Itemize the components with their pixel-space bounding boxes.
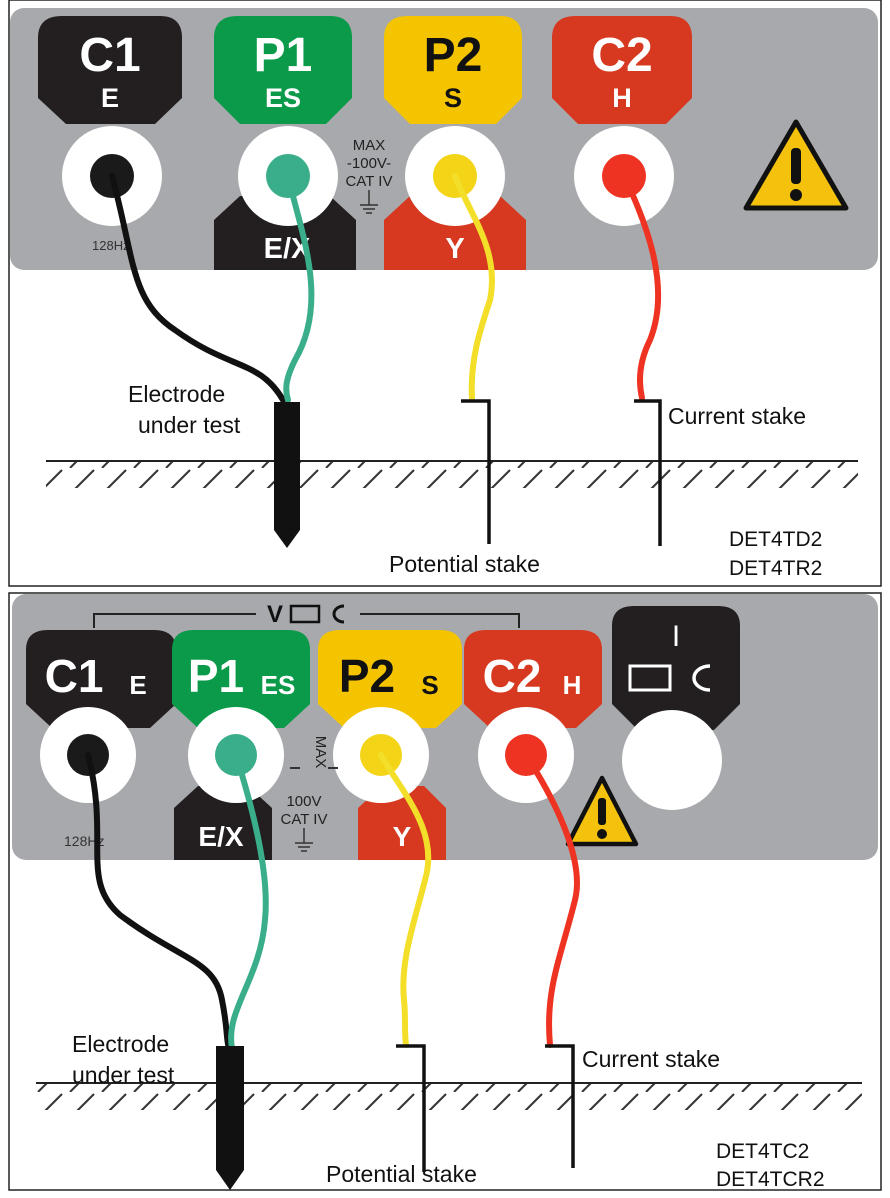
c2-terminal-label-2: C2 — [483, 650, 542, 702]
potential-stake-2 — [396, 1044, 426, 1172]
p2-terminal-cap — [384, 16, 522, 124]
warning-triangle-icon — [743, 119, 849, 211]
diagram-2: V C1 E P1 ES P2 S C2 H I E/X Y — [8, 592, 882, 1191]
model-name-2: DET4TR2 — [729, 557, 822, 580]
y-lower-tab-label: Y — [445, 233, 464, 265]
yellow-wire — [452, 173, 495, 401]
p1-terminal-cap-2 — [172, 630, 310, 728]
warning-triangle-icon-2 — [565, 775, 639, 847]
ground-hatching-2 — [36, 1084, 862, 1110]
p1-terminal-sublabel-2: ES — [261, 670, 296, 700]
rating-max: MAX — [353, 137, 386, 154]
p1-terminal-sublabel: ES — [265, 83, 301, 113]
current-stake-label-2: Current stake — [582, 1046, 720, 1072]
frequency-label: 128Hz — [92, 238, 130, 253]
yellow-wire-2 — [378, 752, 432, 1048]
electrode-under-test — [274, 402, 300, 548]
p2-terminal-cap-2 — [318, 630, 462, 728]
diagram-1: C1 E P1 ES P2 S C2 H E/X Y MAX -100V- CA… — [8, 0, 882, 587]
electrode-label-line1-2: Electrode — [72, 1031, 169, 1057]
red-wire-2 — [523, 752, 580, 1048]
c1-terminal-cap-2 — [26, 630, 176, 728]
p2-terminal-sublabel: S — [444, 83, 462, 113]
ground-symbol-icon — [360, 190, 378, 214]
ground-hatching — [46, 462, 858, 488]
current-clamp-socket[interactable] — [622, 710, 722, 810]
green-wire-2 — [228, 752, 269, 1051]
current-stake-label: Current stake — [668, 403, 806, 429]
p1-terminal-label: P1 — [254, 29, 313, 82]
ex-lower-tab — [214, 196, 356, 270]
model-name-3: DET4TC2 — [716, 1140, 809, 1163]
rating-voltage: -100V- — [347, 155, 391, 172]
black-wire-2 — [85, 752, 232, 1051]
electrode-label-line1: Electrode — [128, 381, 225, 407]
potential-stake-label-2: Potential stake — [326, 1161, 477, 1187]
current-stake — [634, 399, 662, 546]
c1-terminal-sublabel-2: E — [129, 670, 146, 700]
voltage-label: V — [267, 601, 283, 628]
potential-stake-label: Potential stake — [389, 551, 540, 577]
c2-terminal-sublabel: H — [612, 83, 632, 113]
ground-symbol-icon-2 — [295, 828, 313, 852]
model-name-4: DET4TCR2 — [716, 1168, 825, 1191]
model-name-1: DET4TD2 — [729, 528, 822, 551]
potential-stake — [461, 399, 491, 544]
c2-terminal-sublabel-2: H — [563, 670, 582, 700]
p2-terminal-label-2: P2 — [339, 650, 395, 702]
black-wire — [109, 173, 286, 403]
electrode-label-line2-2: under test — [72, 1062, 175, 1088]
current-stake-2 — [545, 1044, 575, 1168]
rating-category-2: CAT IV — [281, 811, 328, 828]
c2-terminal-cap — [552, 16, 692, 124]
current-clamp-icon — [628, 664, 711, 692]
y-lower-tab-label-2: Y — [393, 821, 412, 852]
electrode-label-line2: under test — [138, 412, 241, 438]
current-clamp-label: I — [672, 620, 680, 653]
p2-terminal-label: P2 — [424, 29, 483, 82]
red-wire — [621, 173, 662, 401]
current-clamp-terminal-cap — [612, 606, 740, 730]
clamp-icon — [289, 604, 345, 624]
p1-terminal-cap — [214, 16, 352, 124]
c2-terminal-label: C2 — [591, 29, 652, 82]
rating-voltage-2: 100V — [286, 793, 321, 810]
p2-terminal-sublabel-2: S — [421, 670, 438, 700]
rating-category: CAT IV — [346, 173, 393, 190]
green-wire — [283, 173, 315, 403]
p1-terminal-label-2: P1 — [188, 650, 244, 702]
c1-terminal-cap — [38, 16, 182, 124]
c1-terminal-sublabel: E — [101, 83, 119, 113]
c2-terminal-cap-2 — [464, 630, 602, 728]
c1-terminal-label-2: C1 — [45, 650, 104, 702]
rating-max-2: MAX — [312, 736, 329, 769]
ex-lower-tab-label-2: E/X — [198, 821, 243, 852]
electrode-under-test-2 — [216, 1046, 244, 1190]
c1-terminal-label: C1 — [79, 29, 140, 82]
